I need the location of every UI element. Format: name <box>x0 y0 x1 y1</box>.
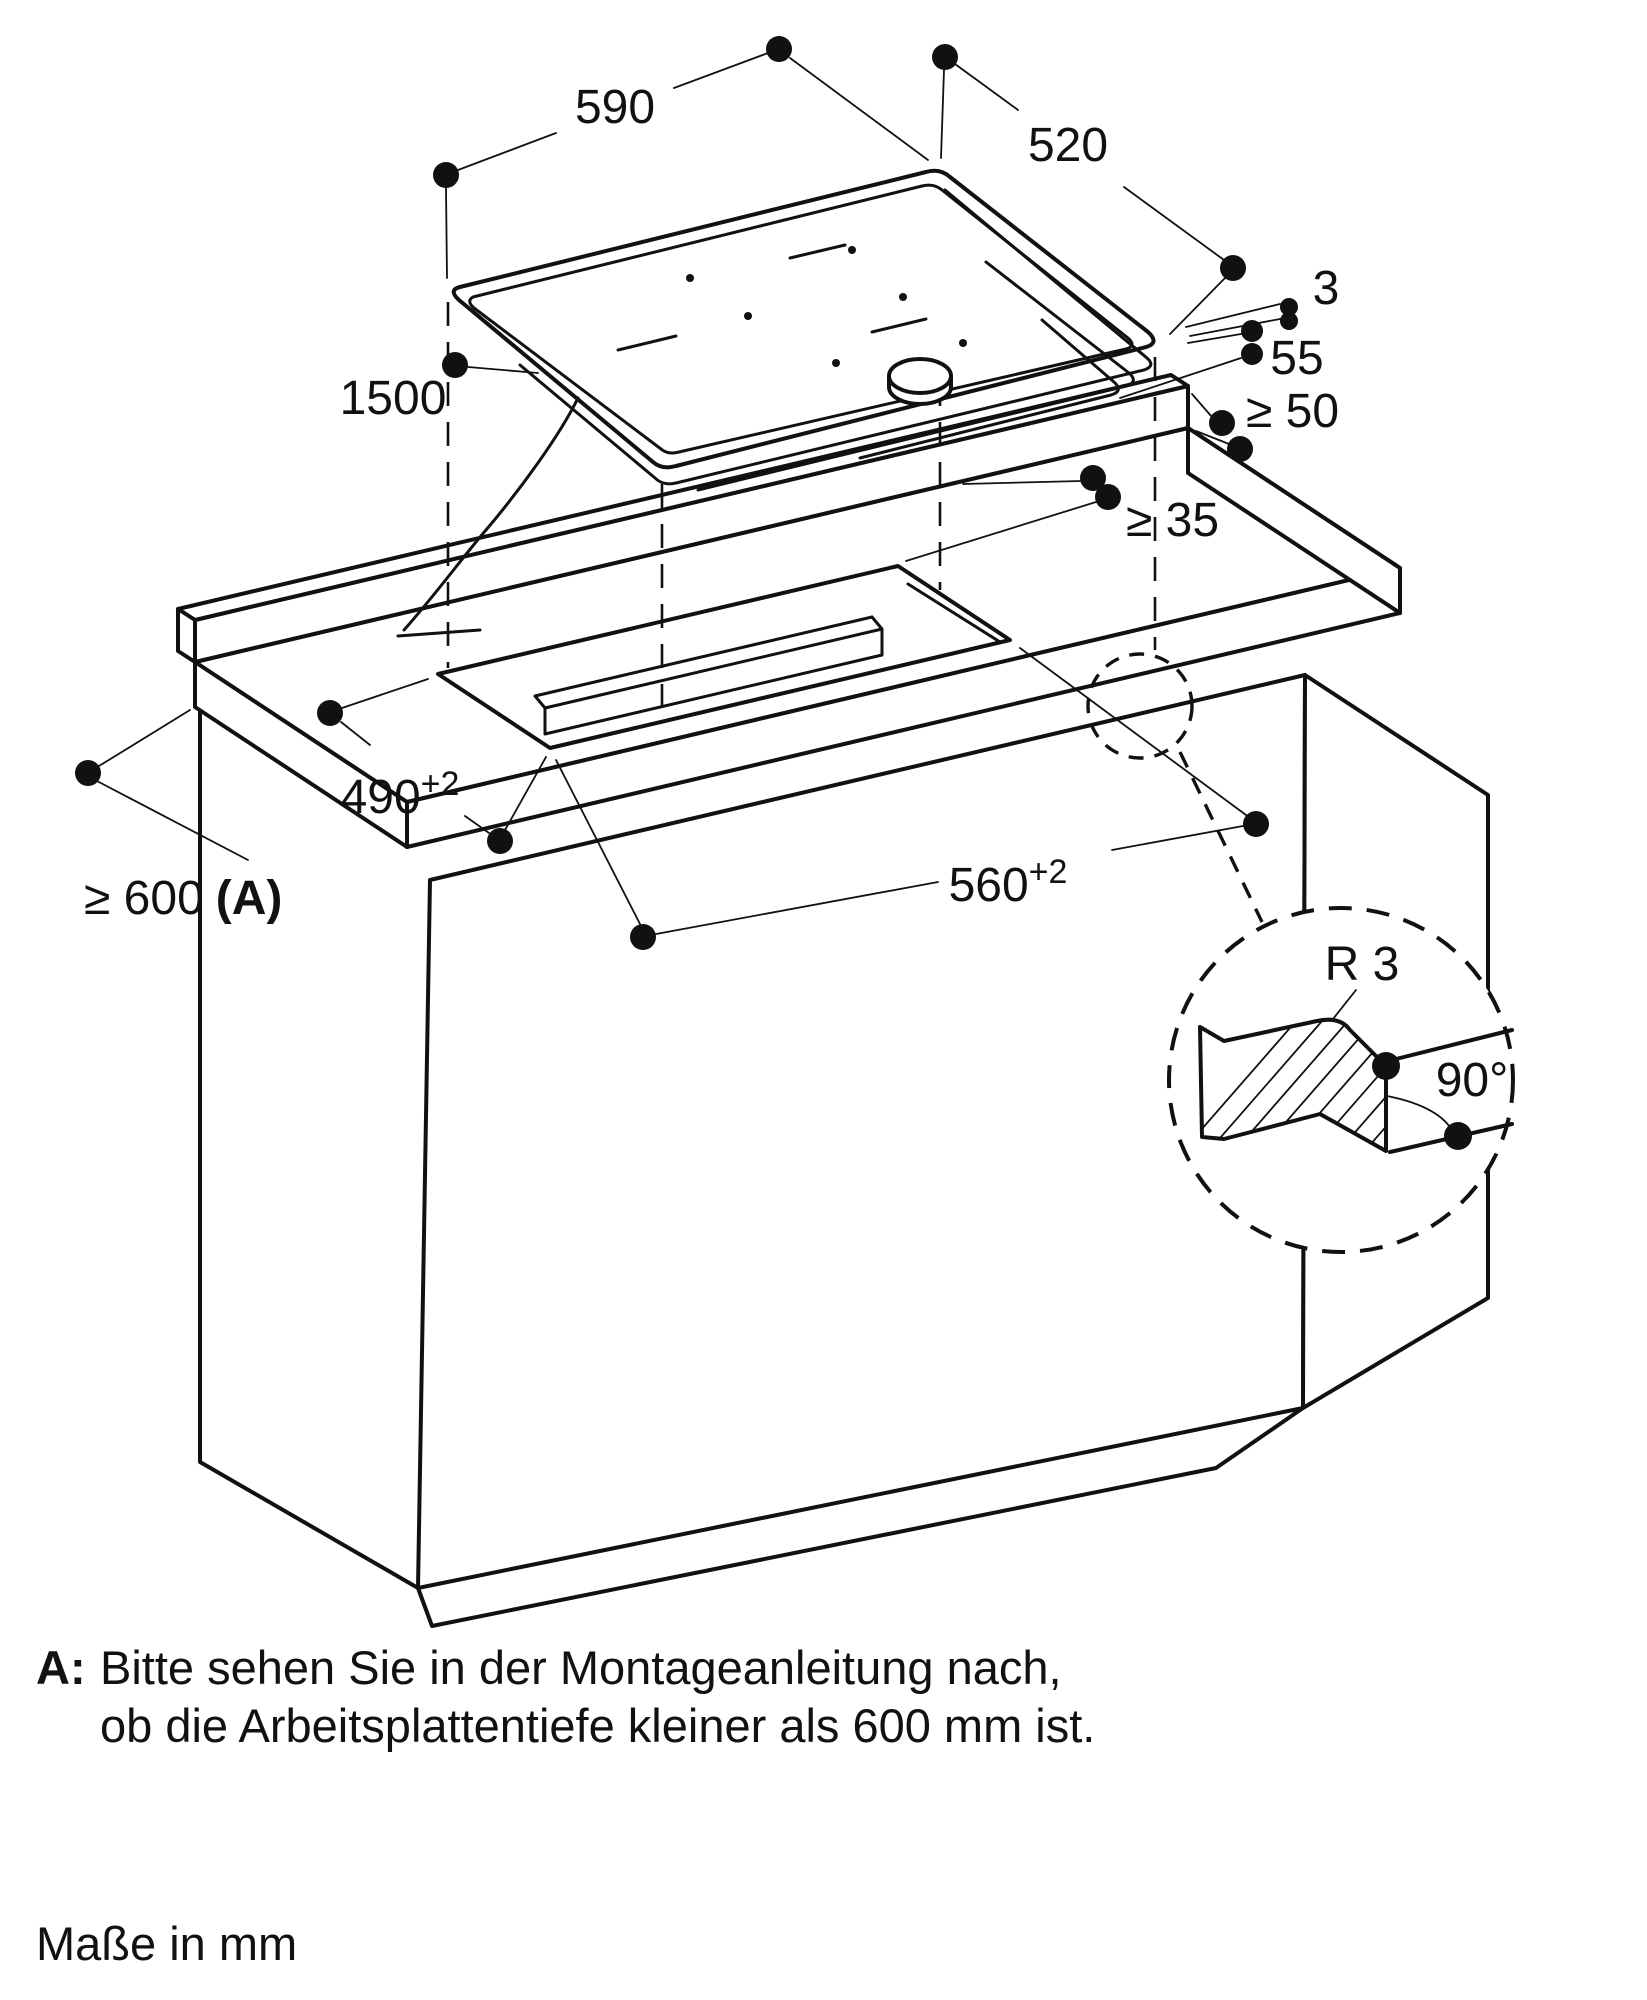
dim-ge35: ≥ 35 <box>905 465 1219 562</box>
dim-3-label: 3 <box>1313 262 1340 315</box>
cooktop-housing-step <box>696 260 1135 492</box>
glass-surface-marks <box>616 243 967 367</box>
dim-ge600: ≥ 600(A) <box>75 709 282 925</box>
cooktop-glass-outline <box>451 168 1156 470</box>
dim-490: 490+2 <box>317 678 547 854</box>
dim-ge50-label: ≥ 50 <box>1246 385 1339 438</box>
dim-1500-label: 1500 <box>340 372 447 425</box>
cooktop-housing-bottom <box>858 318 1120 460</box>
worktop <box>193 426 1402 849</box>
cabinet-right-gable-edge <box>906 582 1002 644</box>
mains-cable <box>396 396 580 638</box>
detail-callout: R 3 90° <box>1086 652 1515 1254</box>
units-label: Maße in mm <box>36 1917 297 1970</box>
section-hatching <box>1200 1019 1386 1151</box>
worktop-right-face <box>1186 426 1402 615</box>
dim-1500: 1500 <box>340 352 539 425</box>
dim-520-label: 520 <box>1028 119 1108 172</box>
dim-ge35-label: ≥ 35 <box>1126 494 1219 547</box>
backsplash-left-cap <box>176 607 197 664</box>
dim-55: 55 <box>1119 320 1324 399</box>
dim-55-label: 55 <box>1270 332 1323 385</box>
dim-590: 590 <box>433 36 929 279</box>
worktop-left-face <box>193 660 409 849</box>
dim-560-label: 560+2 <box>949 853 1068 912</box>
dim-520: 520 <box>932 44 1246 335</box>
detail-marker-circle <box>1086 652 1194 760</box>
note-a-line1: Bitte sehen Sie in der Montageanleitung … <box>100 1641 1062 1694</box>
dim-ge50: ≥ 50 <box>1191 385 1339 462</box>
backsplash <box>176 373 1190 664</box>
cooktop-glass-inner-line <box>468 183 1134 455</box>
angle-dot-corner <box>1372 1052 1400 1080</box>
section-adjacent-top-edge <box>1390 1028 1514 1062</box>
dimensions: 590 520 3 55 1500 ≥ 50 <box>75 36 1339 950</box>
cabinet-left-edge <box>198 710 420 1590</box>
cabinet-plinth <box>416 1406 1305 1628</box>
dim-560: 560+2 <box>555 647 1269 950</box>
dim-ge600-label: ≥ 600(A) <box>84 872 282 925</box>
dim-590-label: 590 <box>575 81 655 134</box>
cabinet-stretcher-rail <box>533 615 884 736</box>
radius-leader <box>1332 989 1357 1020</box>
angle-label: 90° <box>1436 1054 1509 1107</box>
cooktop <box>396 168 1156 638</box>
dim-490-label: 490+2 <box>341 765 460 824</box>
control-knob <box>887 357 953 406</box>
note-a-prefix: A: <box>36 1641 86 1694</box>
radius-label: R 3 <box>1325 938 1400 991</box>
note-a-line2: ob die Arbeitsplattentiefe kleiner als 6… <box>100 1699 1095 1752</box>
notes: A: Bitte sehen Sie in der Montageanleitu… <box>36 1641 1095 1970</box>
dim-3: 3 <box>1185 262 1340 337</box>
detail-connector <box>1178 751 1264 923</box>
angle-dot-edge <box>1444 1122 1472 1150</box>
cooktop-facette <box>518 188 1153 486</box>
